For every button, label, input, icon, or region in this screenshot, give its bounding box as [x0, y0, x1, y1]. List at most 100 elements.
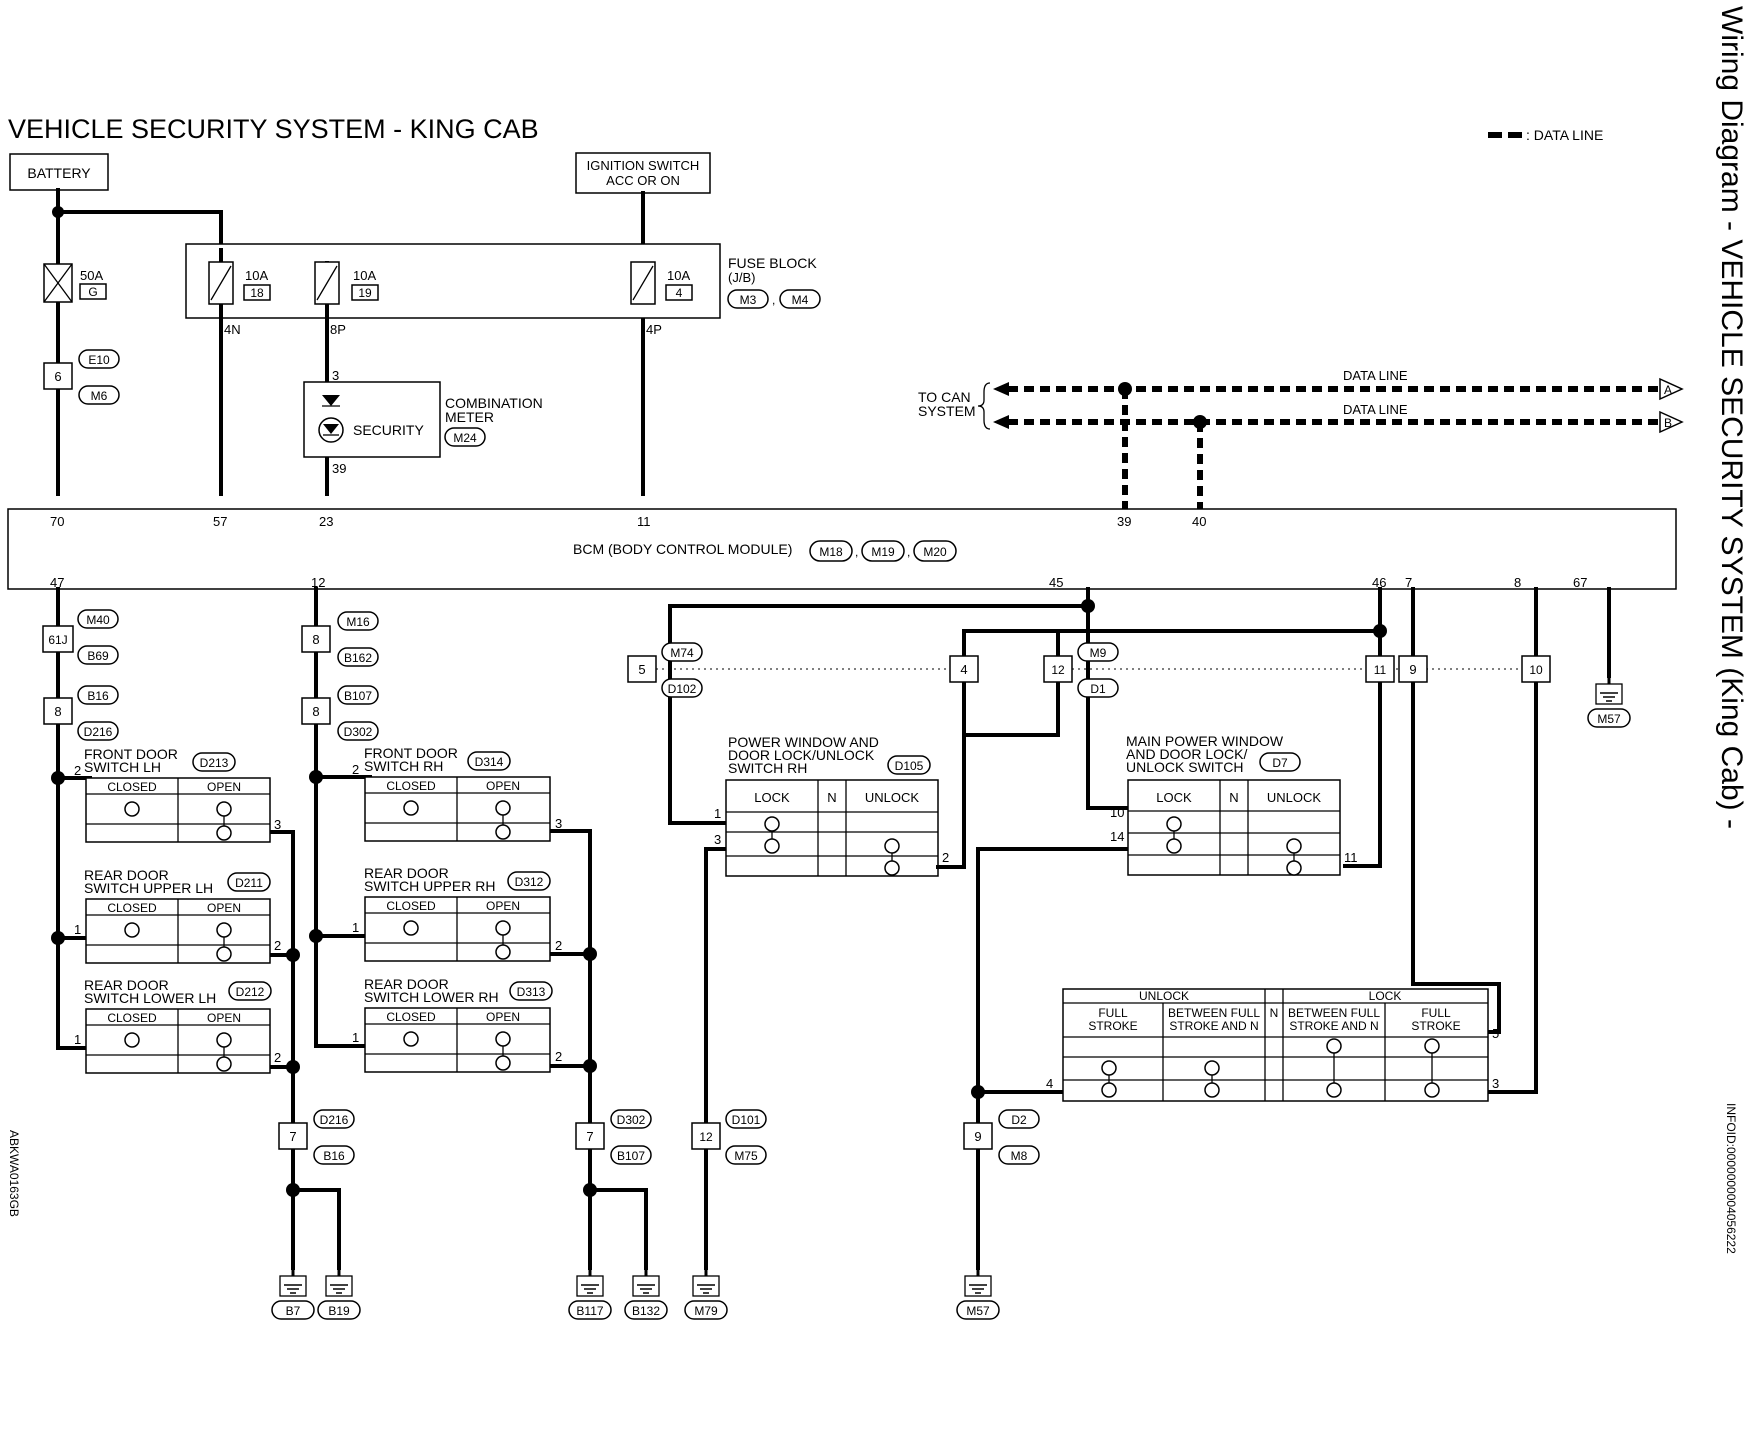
state-closed: CLOSED [107, 901, 157, 915]
col-between: BETWEEN FULL [1288, 1006, 1380, 1020]
conn-label: D302 [617, 1113, 646, 1127]
pw-switch-name-1: POWER WINDOW AND [728, 734, 879, 750]
pin: 2 [352, 762, 359, 777]
switch-conn: D105 [895, 759, 924, 773]
ground-label: B7 [286, 1304, 301, 1318]
joint-connector-9: 9 [1398, 655, 1428, 683]
col-unlock: UNLOCK [865, 790, 920, 805]
main-fuse-link: 50A G [43, 263, 107, 303]
security-indicator-label: SECURITY [353, 422, 424, 438]
ignition-switch: IGNITION SWITCH ACC OR ON [575, 152, 711, 194]
pw-switch-name-3: SWITCH RH [728, 760, 807, 776]
legend-label: : DATA LINE [1526, 127, 1603, 143]
switch-conn: D211 [235, 876, 263, 890]
state-closed: CLOSED [386, 779, 436, 793]
pw-switch-name-2: DOOR LOCK/UNLOCK [728, 747, 875, 763]
conn-label: M74 [670, 646, 694, 660]
switch-name-2: SWITCH LH [84, 759, 161, 775]
bcm-pin: 47 [50, 575, 64, 590]
bcm-pin: 45 [1049, 575, 1063, 590]
ground-label: M57 [966, 1304, 990, 1318]
pin: 2 [274, 938, 281, 953]
joint-connector-m16-b162: 8 M16 B162 [301, 611, 379, 667]
ground-b19: B19 [317, 1266, 361, 1320]
col-full-stroke: FULL [1098, 1006, 1128, 1020]
state-open: OPEN [486, 1010, 520, 1024]
pin: 2 [942, 850, 949, 865]
joint-connector-d302-b107: 7 D302 B107 [575, 1109, 652, 1165]
bcm-pin: 11 [637, 514, 651, 529]
bcm-pin: 46 [1372, 575, 1386, 590]
combination-meter-label-2: METER [445, 409, 494, 425]
conn-label: B107 [617, 1149, 645, 1163]
joint-connector-b107-d302: 8 B107 D302 [301, 685, 379, 741]
pin: 1 [74, 1032, 81, 1047]
rear-door-switch-lower-lh: REAR DOOR SWITCH LOWER LH D212 CLOSED OP… [74, 977, 281, 1074]
conn-label: B162 [344, 651, 372, 665]
left-code: ABKWA0163GB [7, 1130, 21, 1217]
conn-label: D102 [668, 682, 697, 696]
fuse-block: FUSE BLOCK (J/B) M3 , M4 [185, 243, 821, 319]
joint-number: 7 [289, 1129, 296, 1144]
to-can-label-1: TO CAN [918, 389, 971, 405]
data-line-label-2: DATA LINE [1343, 402, 1408, 417]
pin: 3 [714, 832, 721, 847]
switch-conn: D212 [236, 985, 265, 999]
switch-name-1: REAR DOOR [364, 976, 449, 992]
fuse-block-label-2: (J/B) [728, 270, 755, 285]
switch-name-1: FRONT DOOR [364, 745, 458, 761]
ground-b132: B132 [624, 1266, 668, 1320]
conn-label: D2 [1011, 1113, 1027, 1127]
pin: 11 [1344, 850, 1358, 865]
pin: 2 [555, 938, 562, 953]
joint-number: 9 [974, 1129, 981, 1144]
joint-number: 11 [1374, 663, 1387, 677]
state-open: OPEN [207, 780, 241, 794]
pin: 1 [74, 922, 81, 937]
state-open: OPEN [207, 1011, 241, 1025]
svg-text:,: , [855, 545, 858, 559]
state-closed: CLOSED [107, 1011, 157, 1025]
ground-m57-right: M57 [1587, 674, 1631, 728]
switch-name-1: REAR DOOR [364, 865, 449, 881]
fuse-18: 10A 18 4N [208, 248, 271, 496]
ground-m79: M79 [684, 1266, 728, 1320]
meter-pin-39: 39 [332, 461, 346, 476]
can-data-lines: TO CAN SYSTEM A B DATA LINE DATA LINE [918, 368, 1684, 509]
pin: 2 [74, 763, 81, 778]
rear-door-switch-lower-rh: REAR DOOR SWITCH LOWER RH D313 CLOSED OP… [352, 976, 562, 1073]
combination-meter-label-1: COMBINATION [445, 395, 543, 411]
pin: 1 [352, 920, 359, 935]
bcm-conn: M19 [871, 545, 895, 559]
conn-label: M40 [86, 613, 110, 627]
conn-label: B107 [344, 689, 372, 703]
bcm-pin: 8 [1514, 575, 1521, 590]
fuse-number: 19 [358, 286, 372, 300]
conn-label: M75 [734, 1149, 758, 1163]
conn-label: M8 [1011, 1149, 1028, 1163]
joint-connector-d101-m75: 12 D101 M75 [691, 1109, 767, 1165]
bcm-pin: 57 [213, 514, 227, 529]
switch-name-2: SWITCH UPPER RH [364, 878, 495, 894]
fuse-terminal: 4N [224, 322, 241, 337]
ground-label: M57 [1597, 712, 1621, 726]
conn-label: D302 [344, 725, 373, 739]
battery-label: BATTERY [27, 165, 91, 181]
ground-m57-bottom: M57 [956, 1266, 1000, 1320]
group-unlock: UNLOCK [1139, 989, 1189, 1003]
joint-number: 12 [1051, 663, 1065, 677]
bcm-pin: 39 [1117, 514, 1131, 529]
switch-name-1: REAR DOOR [84, 867, 169, 883]
ground-b117: B117 [568, 1266, 612, 1320]
switch-name-1: REAR DOOR [84, 977, 169, 993]
bcm-pin: 23 [319, 514, 333, 529]
state-closed: CLOSED [386, 899, 436, 913]
pin: 1 [714, 806, 721, 821]
svg-text:,: , [772, 293, 775, 307]
main-fuse-amp: 50A [80, 268, 103, 283]
col-between: STROKE AND N [1169, 1019, 1258, 1033]
main-switch-name-3: UNLOCK SWITCH [1126, 759, 1243, 775]
fuse-number: 18 [250, 286, 264, 300]
state-closed: CLOSED [386, 1010, 436, 1024]
